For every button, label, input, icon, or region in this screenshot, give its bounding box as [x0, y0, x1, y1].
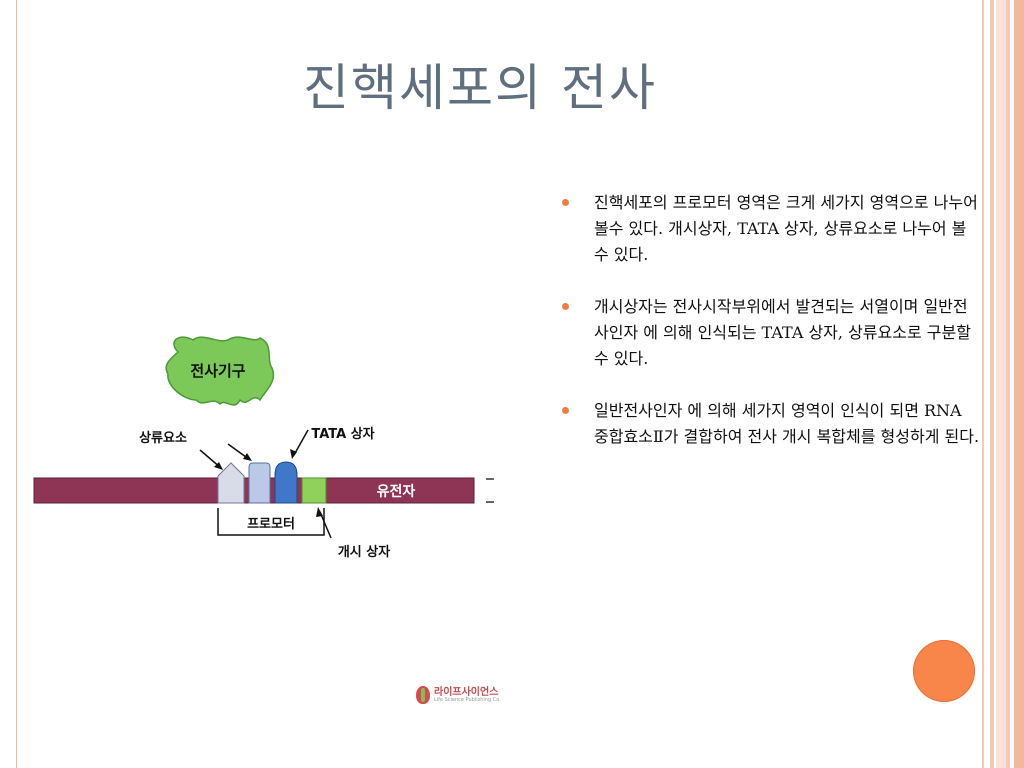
promoter-label: 프로모터: [247, 516, 295, 532]
tata-box-label: TATA 상자: [311, 427, 374, 442]
bullet-dot-icon: [562, 303, 569, 310]
logo-subtitle: Life Science Publishing Co.: [434, 697, 501, 703]
upstream-element-label: 상류요소: [139, 431, 187, 446]
bullet-dot-icon: [562, 407, 569, 414]
bullet-item: 진핵세포의 프로모터 영역은 크게 세가지 영역으로 나누어 볼수 있다. 개시…: [560, 190, 980, 268]
bullet-dot-icon: [562, 199, 569, 206]
arrow-head-icon: [316, 507, 323, 517]
promoter-element-box: [248, 462, 271, 504]
upstream-element-box: [217, 462, 245, 504]
leaf-logo-icon: [416, 686, 430, 704]
bullet-text: 개시상자는 전사시작부위에서 발견되는 서열이며 일반전사인자 에 의해 인식되…: [594, 297, 971, 368]
arrow-line: [319, 511, 332, 539]
logo-name: 라이프사이언스: [434, 687, 499, 698]
bullet-text: 일반전사인자 에 의해 세가지 영역이 인식이 되면 RNA 중합효소Ⅱ가 결합…: [594, 401, 980, 446]
gene-label: 유전자: [377, 483, 416, 500]
bullet-item: 개시상자는 전사시작부위에서 발견되는 서열이며 일반전사인자 에 의해 인식되…: [560, 294, 980, 372]
slide-title: 진핵세포의 전사: [303, 59, 657, 117]
bullet-text: 진핵세포의 프로모터 영역은 크게 세가지 영역으로 나누어 볼수 있다. 개시…: [594, 193, 978, 264]
tata-box: [274, 461, 298, 504]
bullet-list: 진핵세포의 프로모터 영역은 크게 세가지 영역으로 나누어 볼수 있다. 개시…: [560, 190, 980, 476]
arrow-head-icon: [243, 453, 252, 461]
arrow-head-icon: [290, 449, 297, 459]
initiator-label: 개시 상자: [338, 545, 390, 560]
publisher-logo: 라이프사이언스 Life Science Publishing Co.: [412, 683, 512, 709]
right-frame-stripes: [980, 0, 1024, 768]
decorative-circle: [913, 640, 975, 702]
transcription-machinery-shape: [165, 336, 275, 406]
arrow-line: [293, 429, 309, 456]
left-frame-border: [0, 0, 17, 768]
transcription-machinery-label: 전사기구: [190, 362, 245, 380]
bullet-item: 일반전사인자 에 의해 세가지 영역이 인식이 되면 RNA 중합효소Ⅱ가 결합…: [560, 398, 980, 450]
arrow-head-icon: [214, 462, 223, 470]
initiator-box: [301, 477, 327, 504]
promoter-diagram: 전사기구 유전자 상류요소 TATA 상자 프로모터 개시 상자: [33, 336, 494, 560]
